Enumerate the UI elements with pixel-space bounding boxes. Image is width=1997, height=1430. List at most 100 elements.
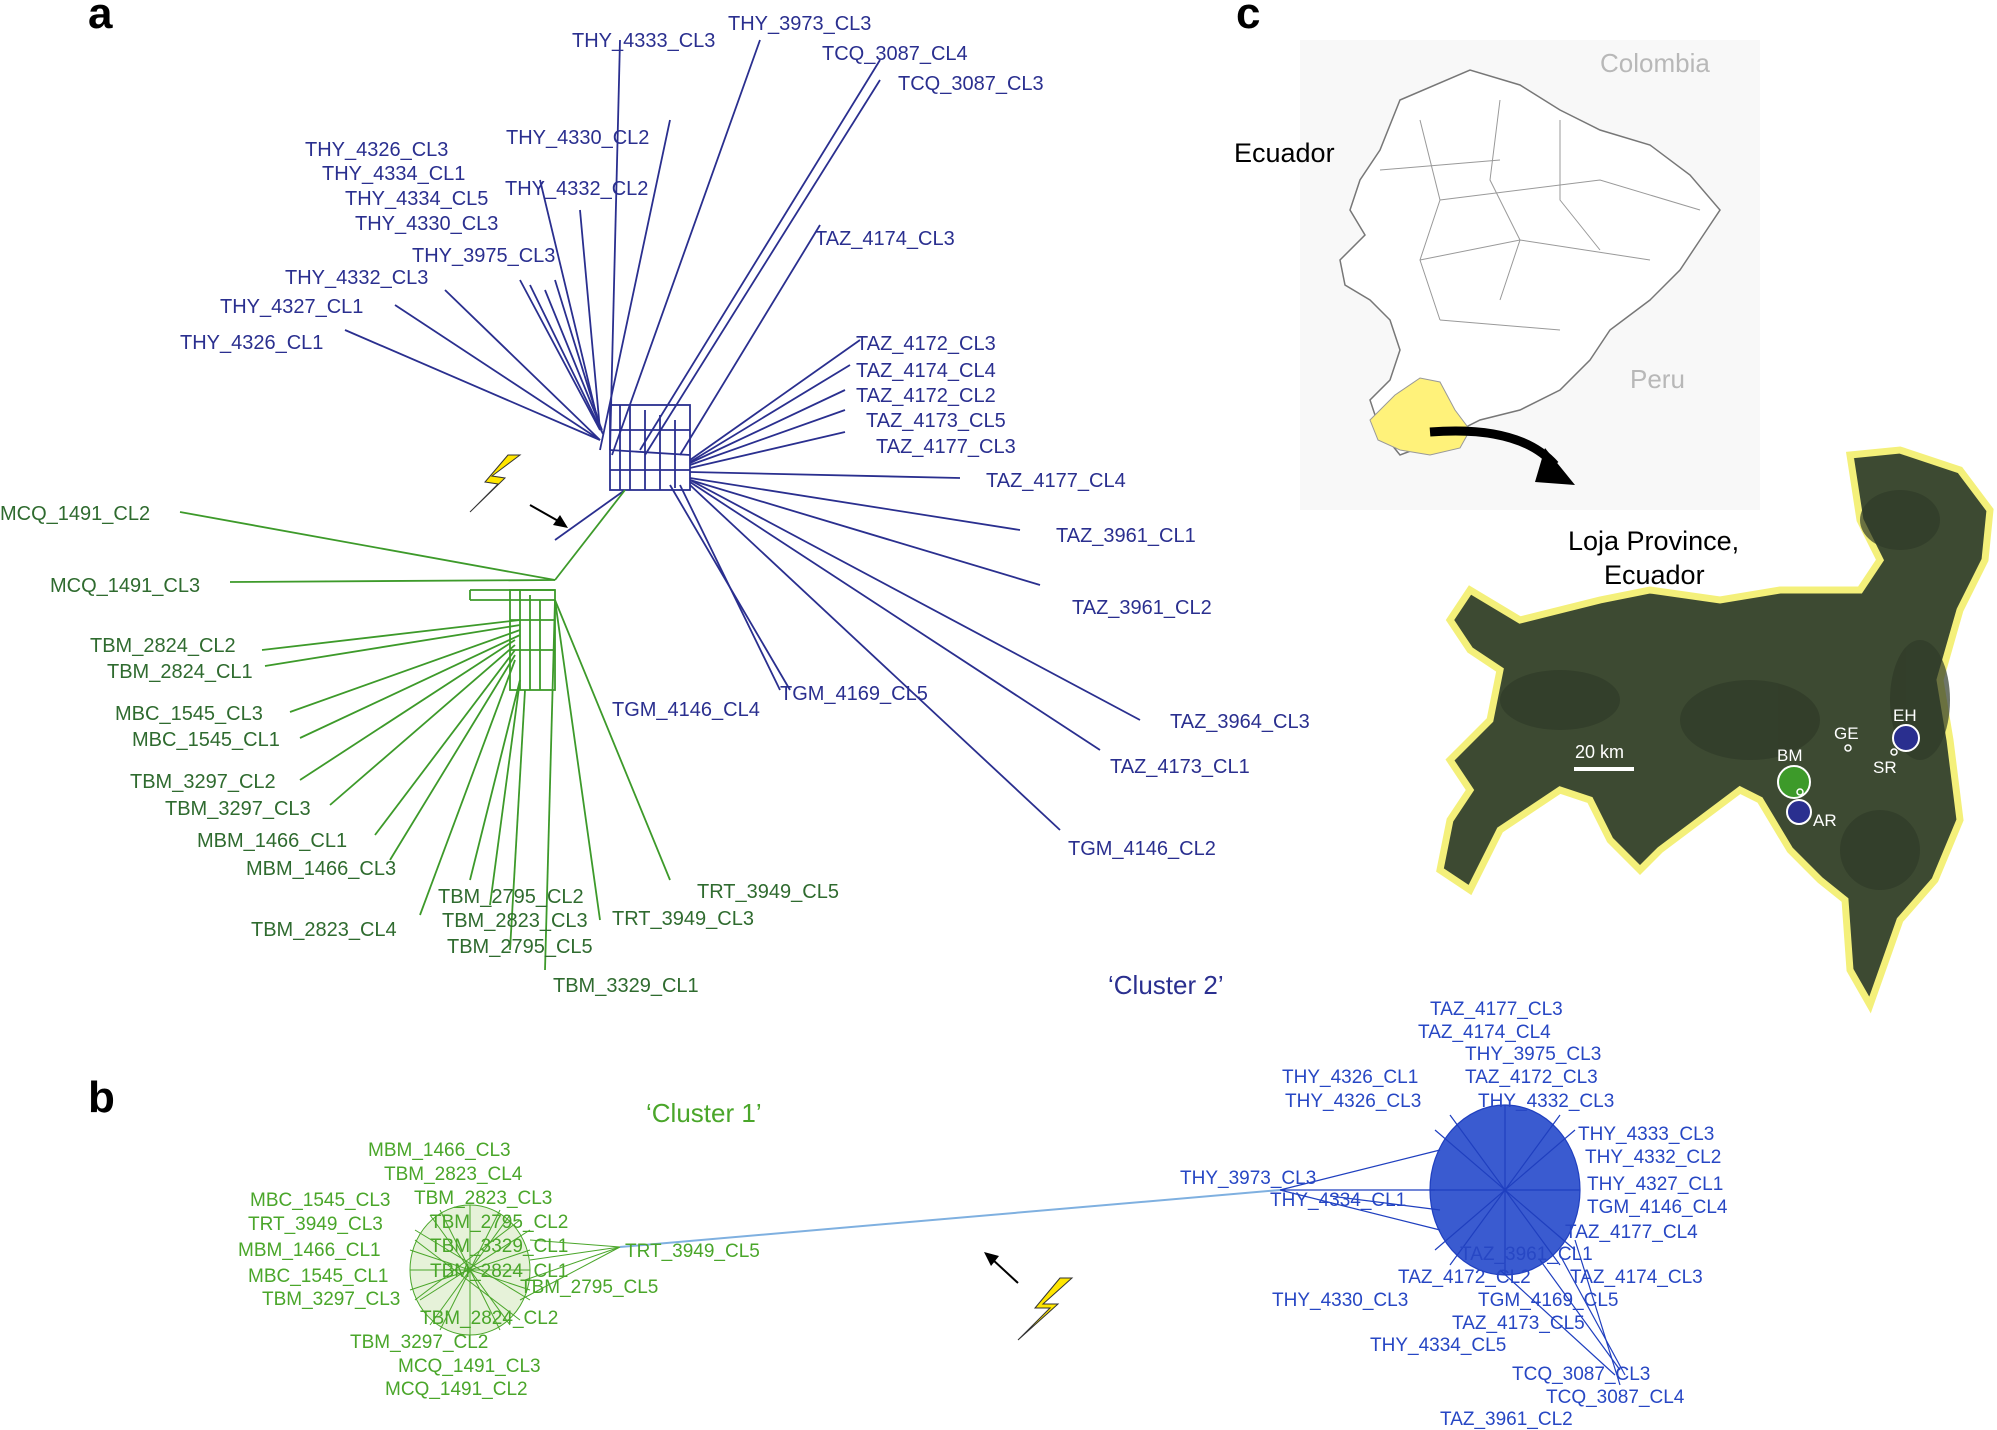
- node-label: MCQ_1491_CL2: [385, 1379, 528, 1400]
- node-label: MBC_1545_CL3: [250, 1190, 390, 1211]
- node-label: TAZ_4174_CL3: [1570, 1267, 1703, 1288]
- node-label: TAZ_4172_CL2: [1398, 1267, 1531, 1288]
- cluster2-branches: [344, 39, 1141, 831]
- node-label: THY_4327_CL1: [1587, 1174, 1723, 1195]
- node-label: THY_4332_CL3: [1478, 1091, 1614, 1112]
- leaf-label: MBM_1466_CL3: [246, 858, 396, 880]
- leaf-label: THY_4327_CL1: [220, 296, 363, 318]
- leaf-label: THY_4333_CL3: [572, 30, 715, 52]
- node-label: MBM_1466_CL1: [238, 1240, 381, 1261]
- leaf-label: TCQ_3087_CL3: [898, 73, 1044, 95]
- node-label: TRT_3949_CL5: [625, 1241, 760, 1262]
- lightning-icon-b: [1017, 1277, 1074, 1341]
- leaf-label: TGM_4169_CL5: [780, 683, 928, 705]
- panel-b-letter: b: [88, 1073, 115, 1122]
- leaf-label: TAZ_4174_CL4: [856, 360, 996, 382]
- node-label: TAZ_4173_CL5: [1452, 1313, 1585, 1334]
- node-label: TAZ_4172_CL3: [1465, 1067, 1598, 1088]
- leaf-label: TCQ_3087_CL4: [822, 43, 968, 65]
- leaf-label: TAZ_3961_CL1: [1056, 525, 1196, 547]
- node-label: TBM_2795_CL2: [430, 1212, 568, 1233]
- site-eh-marker: [1892, 724, 1920, 752]
- leaf-label: TAZ_3961_CL2: [1072, 597, 1212, 619]
- node-label: THY_4326_CL1: [1282, 1067, 1418, 1088]
- loja-label-line2: Ecuador: [1604, 560, 1705, 590]
- panel-a-letter: a: [88, 0, 113, 38]
- site-ar-label: AR: [1813, 811, 1837, 830]
- lightning-icon-a: [469, 454, 522, 513]
- panel-c-letter: c: [1236, 0, 1260, 38]
- ecuador-outline: [1339, 69, 1721, 456]
- leaf-label: MBC_1545_CL1: [132, 729, 280, 751]
- node-label: TBM_2823_CL3: [414, 1188, 552, 1209]
- site-ge-marker: [1844, 744, 1852, 752]
- leaf-label: THY_4326_CL3: [305, 139, 448, 161]
- leaf-label: MBM_1466_CL1: [197, 830, 347, 852]
- scale-label: 20 km: [1575, 742, 1624, 762]
- node-label: TAZ_4177_CL3: [1430, 999, 1563, 1020]
- node-label: TRT_3949_CL3: [248, 1214, 383, 1235]
- leaf-label: THY_3973_CL3: [728, 13, 871, 35]
- inter-cluster-edge: [619, 1189, 1281, 1248]
- leaf-label: TBM_3297_CL3: [165, 798, 311, 820]
- leaf-label: TBM_2823_CL3: [442, 910, 588, 932]
- site-ge-label: GE: [1834, 724, 1859, 743]
- peru-label: Peru: [1630, 364, 1685, 394]
- leaf-label: TRT_3949_CL3: [612, 908, 754, 930]
- panel-b-green-labels: MBM_1466_CL3 TBM_2823_CL4 MBC_1545_CL3 T…: [238, 1140, 760, 1400]
- node-label: TGM_4169_CL5: [1478, 1290, 1618, 1311]
- leaf-label: THY_4334_CL5: [345, 188, 488, 210]
- panel-a-green-labels: MCQ_1491_CL2 MCQ_1491_CL3 TBM_2824_CL2 T…: [0, 503, 839, 997]
- node-label: THY_4334_CL5: [1370, 1335, 1506, 1356]
- node-label: THY_4332_CL2: [1585, 1147, 1721, 1168]
- ecuador-label: Ecuador: [1234, 138, 1335, 168]
- node-label: THY_4326_CL3: [1285, 1091, 1421, 1112]
- site-sr-label: SR: [1873, 758, 1897, 777]
- leaf-label: TAZ_4173_CL5: [866, 410, 1006, 432]
- site-bm-small-marker: [1796, 788, 1804, 796]
- node-label: TGM_4146_CL4: [1587, 1197, 1728, 1218]
- panel-b-blue-labels: TAZ_4177_CL3 TAZ_4174_CL4 THY_3975_CL3 T…: [1180, 999, 1728, 1430]
- province-borders: [1379, 99, 1701, 331]
- leaf-label: THY_3975_CL3: [412, 245, 555, 267]
- leaf-label: TAZ_4177_CL3: [876, 436, 1016, 458]
- node-label: THY_3973_CL3: [1180, 1168, 1316, 1189]
- node-label: TBM_3297_CL3: [262, 1289, 400, 1310]
- leaf-label: THY_4330_CL2: [506, 127, 649, 149]
- leaf-label: THY_4334_CL1: [322, 163, 465, 185]
- site-bm-label: BM: [1777, 746, 1803, 765]
- ecuador-map: Colombia Ecuador Peru: [1234, 40, 1760, 510]
- node-label: TCQ_3087_CL3: [1512, 1364, 1650, 1385]
- node-label: TAZ_4177_CL4: [1565, 1222, 1698, 1243]
- leaf-label: TBM_3329_CL1: [553, 975, 699, 997]
- cluster1-title: ‘Cluster 1’: [646, 1098, 762, 1128]
- arrow-icon-a: [529, 504, 568, 528]
- leaf-label: TBM_2824_CL1: [107, 661, 253, 683]
- leaf-label: THY_4326_CL1: [180, 332, 323, 354]
- node-label: MBM_1466_CL3: [368, 1140, 511, 1161]
- panel-b-network: [409, 1104, 1626, 1386]
- curved-arrow-icon: [1429, 426, 1575, 485]
- leaf-label: MCQ_1491_CL3: [50, 575, 200, 597]
- site-eh-label: EH: [1893, 706, 1917, 725]
- site-ar-marker: [1786, 799, 1812, 825]
- cluster1-branches: [179, 489, 671, 971]
- node-label: TBM_3329_CL1: [430, 1236, 568, 1257]
- node-label: TAZ_3961_CL1: [1460, 1244, 1593, 1265]
- panel-a-network: [179, 39, 1141, 971]
- leaf-label: TBM_3297_CL2: [130, 771, 276, 793]
- leaf-label: TGM_4146_CL2: [1068, 838, 1216, 860]
- leaf-label: TRT_3949_CL5: [697, 881, 839, 903]
- node-label: TBM_2823_CL4: [384, 1164, 523, 1185]
- cluster1-graph: [409, 1204, 621, 1336]
- node-label: TBM_2824_CL2: [420, 1308, 558, 1329]
- leaf-label: THY_4332_CL3: [285, 267, 428, 289]
- leaf-label: TAZ_3964_CL3: [1170, 711, 1310, 733]
- leaf-label: TAZ_4177_CL4: [986, 470, 1126, 492]
- node-label: TBM_2824_CL1: [430, 1261, 568, 1282]
- cluster2-title: ‘Cluster 2’: [1108, 970, 1224, 1000]
- node-label: MCQ_1491_CL3: [398, 1356, 541, 1377]
- node-label: THY_4334_CL1: [1270, 1190, 1406, 1211]
- node-label: MBC_1545_CL1: [248, 1266, 388, 1287]
